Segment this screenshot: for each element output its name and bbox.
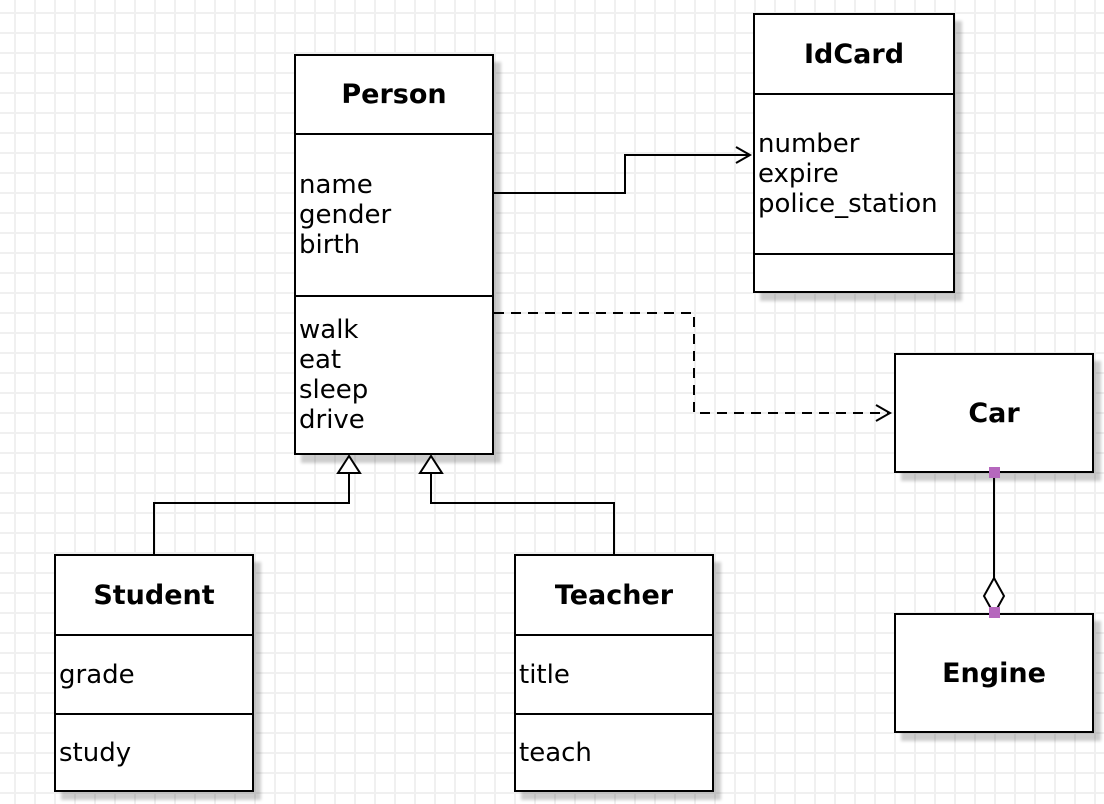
class-member: walk	[299, 315, 359, 345]
class-box-engine[interactable]: Engine	[894, 613, 1094, 733]
class-member: grade	[59, 659, 135, 690]
class-member: drive	[299, 405, 365, 435]
class-section: grade	[56, 634, 252, 713]
class-member: police_station	[758, 189, 938, 219]
class-title: IdCard	[803, 38, 905, 70]
class-member: gender	[299, 200, 392, 230]
class-box-student[interactable]: Student grade study	[54, 554, 254, 792]
class-title: Student	[93, 579, 215, 611]
open-arrowhead	[875, 404, 893, 422]
connection-point-marker	[989, 467, 1000, 478]
edge-teacher-person[interactable]	[430, 473, 615, 554]
edge-student-person[interactable]	[153, 473, 350, 554]
class-member: study	[59, 737, 132, 768]
class-section: study	[56, 713, 252, 790]
class-member: title	[519, 659, 570, 690]
class-title: Person	[341, 79, 447, 110]
class-member: expire	[758, 159, 839, 189]
class-title: Engine	[942, 657, 1046, 689]
class-member: name	[299, 170, 373, 200]
class-member: birth	[299, 230, 361, 260]
generalization-arrowhead	[418, 454, 444, 474]
class-member: number	[758, 129, 860, 159]
class-box-teacher[interactable]: Teacher title teach	[514, 554, 714, 792]
class-member: teach	[519, 737, 592, 768]
class-section	[755, 253, 953, 291]
class-section: teach	[516, 713, 712, 790]
generalization-arrowhead	[336, 454, 362, 474]
open-arrowhead	[735, 146, 753, 164]
class-member: sleep	[299, 375, 369, 405]
class-title: Teacher	[554, 579, 674, 611]
edge-person-idcard[interactable]	[494, 154, 749, 194]
class-section: title	[516, 634, 712, 713]
class-title: Car	[968, 397, 1020, 429]
class-member: eat	[299, 345, 342, 375]
edge-person-car[interactable]	[494, 312, 888, 414]
class-box-car[interactable]: Car	[894, 353, 1094, 473]
connection-point-marker	[989, 607, 1000, 618]
